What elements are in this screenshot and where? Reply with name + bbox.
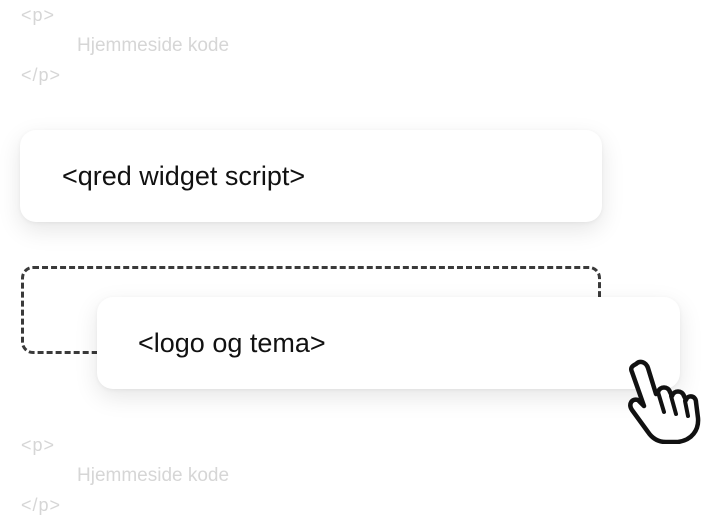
widget-script-card[interactable]: <qred widget script> bbox=[20, 130, 602, 222]
top-open-tag: <p> bbox=[21, 5, 56, 25]
top-close-tag: </p> bbox=[21, 65, 62, 85]
bottom-open-tag: <p> bbox=[21, 435, 56, 455]
hand-pointer-icon bbox=[628, 359, 701, 444]
logo-theme-label: <logo og tema> bbox=[138, 327, 326, 358]
top-code-text: Hjemmeside kode bbox=[77, 35, 230, 56]
widget-script-label: <qred widget script> bbox=[62, 160, 306, 191]
bottom-close-tag: </p> bbox=[21, 495, 62, 515]
bottom-code-text: Hjemmeside kode bbox=[77, 465, 230, 486]
logo-theme-card[interactable]: <logo og tema> bbox=[97, 297, 680, 389]
